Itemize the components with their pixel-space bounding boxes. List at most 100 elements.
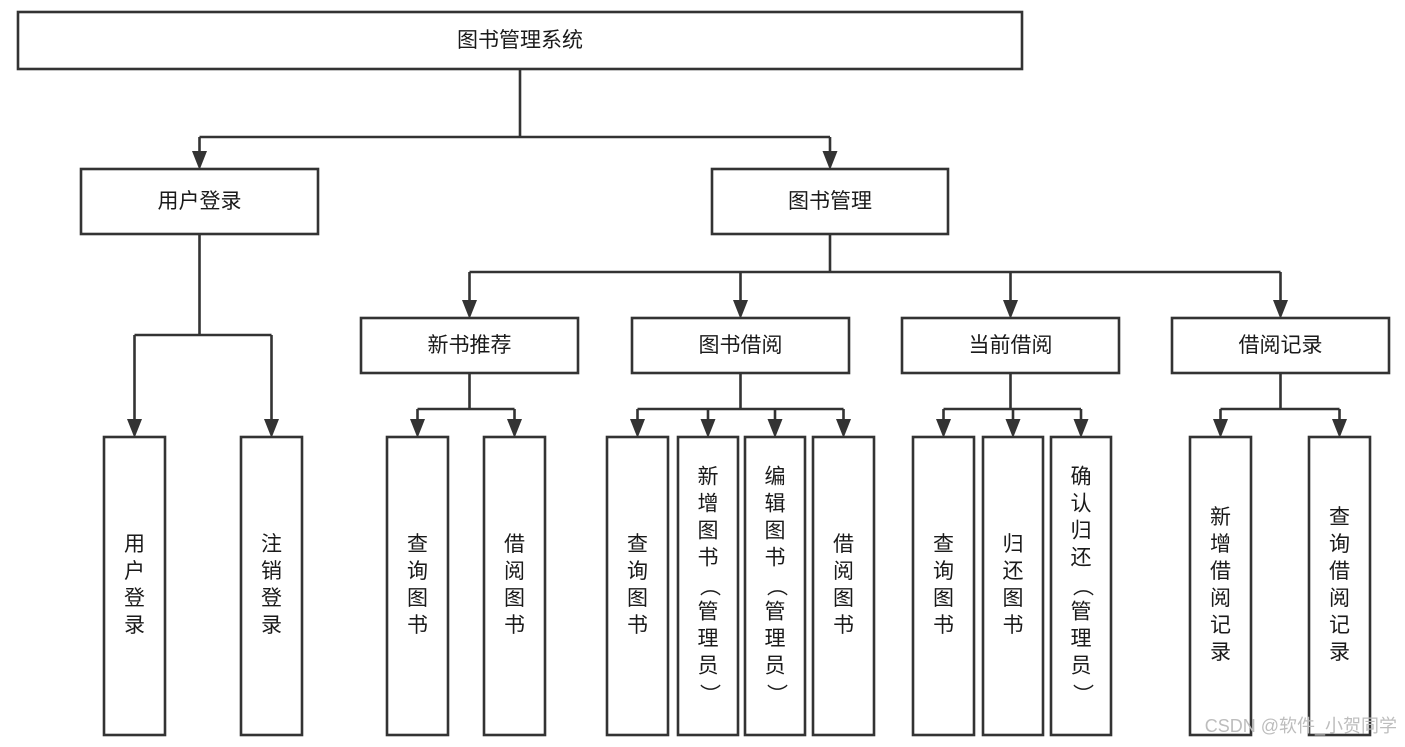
connector-arrowhead-icon <box>1003 300 1018 319</box>
node-label-char: 书 <box>407 614 428 637</box>
edge-group-l3_borrow <box>630 373 851 438</box>
node-box-l3-borrow[interactable] <box>630 316 851 375</box>
node-box-l2-book-manage[interactable] <box>710 167 950 236</box>
node-label-char: 图 <box>627 587 648 610</box>
node-label-l3-record: 借阅记录 <box>1239 334 1323 357</box>
node-label-char: 记 <box>1329 614 1350 637</box>
node-box-leaf-cur-return[interactable] <box>981 435 1045 737</box>
node-box-leaf-nb-query[interactable] <box>385 435 450 737</box>
node-label-char: 增 <box>1210 533 1231 556</box>
node-label-char: 管 <box>698 601 719 624</box>
node-label-char: （ <box>697 576 720 597</box>
node-label-l3-borrow: 图书借阅 <box>699 334 783 357</box>
edge-layer <box>127 69 1347 438</box>
node-label-char: 登 <box>124 587 145 610</box>
node-label-char: 图 <box>933 587 954 610</box>
node-box-leaf-rec-query[interactable] <box>1307 435 1372 737</box>
node-label-char: 查 <box>1329 506 1350 529</box>
node-l2-book-manage[interactable]: 图书管理 <box>710 167 950 236</box>
node-label-char: 记 <box>1210 614 1231 637</box>
connector-arrowhead-icon <box>1005 419 1021 438</box>
edge-group-l3_new_book <box>410 373 522 438</box>
node-box-root[interactable] <box>16 10 1024 71</box>
node-label-char: 认 <box>1071 493 1092 516</box>
node-label-char: 辑 <box>765 493 786 516</box>
connector-arrowhead-icon <box>1213 419 1228 438</box>
node-label-char: ） <box>697 684 720 705</box>
node-label-char: 借 <box>1210 560 1231 583</box>
node-l3-borrow[interactable]: 图书借阅 <box>630 316 851 375</box>
node-box-leaf-bw-query[interactable] <box>605 435 670 737</box>
node-box-l3-current[interactable] <box>900 316 1121 375</box>
node-label-l3-new-book: 新书推荐 <box>428 334 512 357</box>
connector-arrowhead-icon <box>700 419 716 438</box>
node-box-leaf-nb-borrow[interactable] <box>482 435 547 737</box>
node-box-leaf-rec-add[interactable] <box>1188 435 1253 737</box>
node-label-char: 新 <box>1210 506 1231 529</box>
edge-group-l2_user_login <box>127 234 279 438</box>
node-l3-record[interactable]: 借阅记录 <box>1170 316 1391 375</box>
edge-group-root <box>192 69 838 170</box>
node-label-char: （ <box>764 576 787 597</box>
node-box-leaf-bw-edit[interactable] <box>743 435 807 737</box>
node-label-char: 查 <box>407 533 428 556</box>
node-label-char: ） <box>764 684 787 705</box>
node-label-char: 书 <box>933 614 954 637</box>
node-label-char: 用 <box>124 533 145 556</box>
node-box-leaf-bw-borrow[interactable] <box>811 435 876 737</box>
node-label-l2-user-login: 用户登录 <box>158 190 242 213</box>
node-label-char: 销 <box>261 560 282 583</box>
connector-arrowhead-icon <box>127 419 142 438</box>
node-label-char: 理 <box>1071 628 1092 651</box>
node-box-leaf-user-logout[interactable] <box>239 435 304 737</box>
node-label-char: 询 <box>933 560 954 583</box>
connector-arrowhead-icon <box>264 419 279 438</box>
node-root[interactable]: 图书管理系统 <box>16 10 1024 71</box>
csdn-watermark: CSDN @软件_小贺同学 <box>1205 716 1397 737</box>
node-label-char: 书 <box>833 614 854 637</box>
node-box-leaf-user-login[interactable] <box>102 435 167 737</box>
node-box-leaf-cur-confirm[interactable] <box>1049 435 1113 737</box>
node-label-char: 阅 <box>1329 587 1350 610</box>
node-l2-user-login[interactable]: 用户登录 <box>79 167 320 236</box>
node-label-char: 理 <box>765 628 786 651</box>
node-label-char: 登 <box>261 587 282 610</box>
node-label-char: 图 <box>407 587 428 610</box>
node-l3-new-book[interactable]: 新书推荐 <box>359 316 580 375</box>
node-label-char: 阅 <box>504 560 525 583</box>
node-box-leaf-bw-add[interactable] <box>676 435 740 737</box>
node-label-char: 还 <box>1071 547 1092 570</box>
node-box-leaf-cur-query[interactable] <box>911 435 976 737</box>
connector-arrowhead-icon <box>507 419 522 438</box>
node-label-char: 还 <box>1003 560 1024 583</box>
node-label-char: 图 <box>504 587 525 610</box>
node-label-char: 注 <box>261 533 282 556</box>
node-leaf-user-login[interactable]: 用户登录 <box>102 435 167 737</box>
connector-arrowhead-icon <box>822 151 838 170</box>
node-box-l3-new-book[interactable] <box>359 316 580 375</box>
node-label-char: （ <box>1070 576 1093 597</box>
connector-arrowhead-icon <box>462 300 477 319</box>
node-box-l3-record[interactable] <box>1170 316 1391 375</box>
node-l3-current[interactable]: 当前借阅 <box>900 316 1121 375</box>
connector-arrowhead-icon <box>630 419 645 438</box>
node-box-l2-user-login[interactable] <box>79 167 320 236</box>
